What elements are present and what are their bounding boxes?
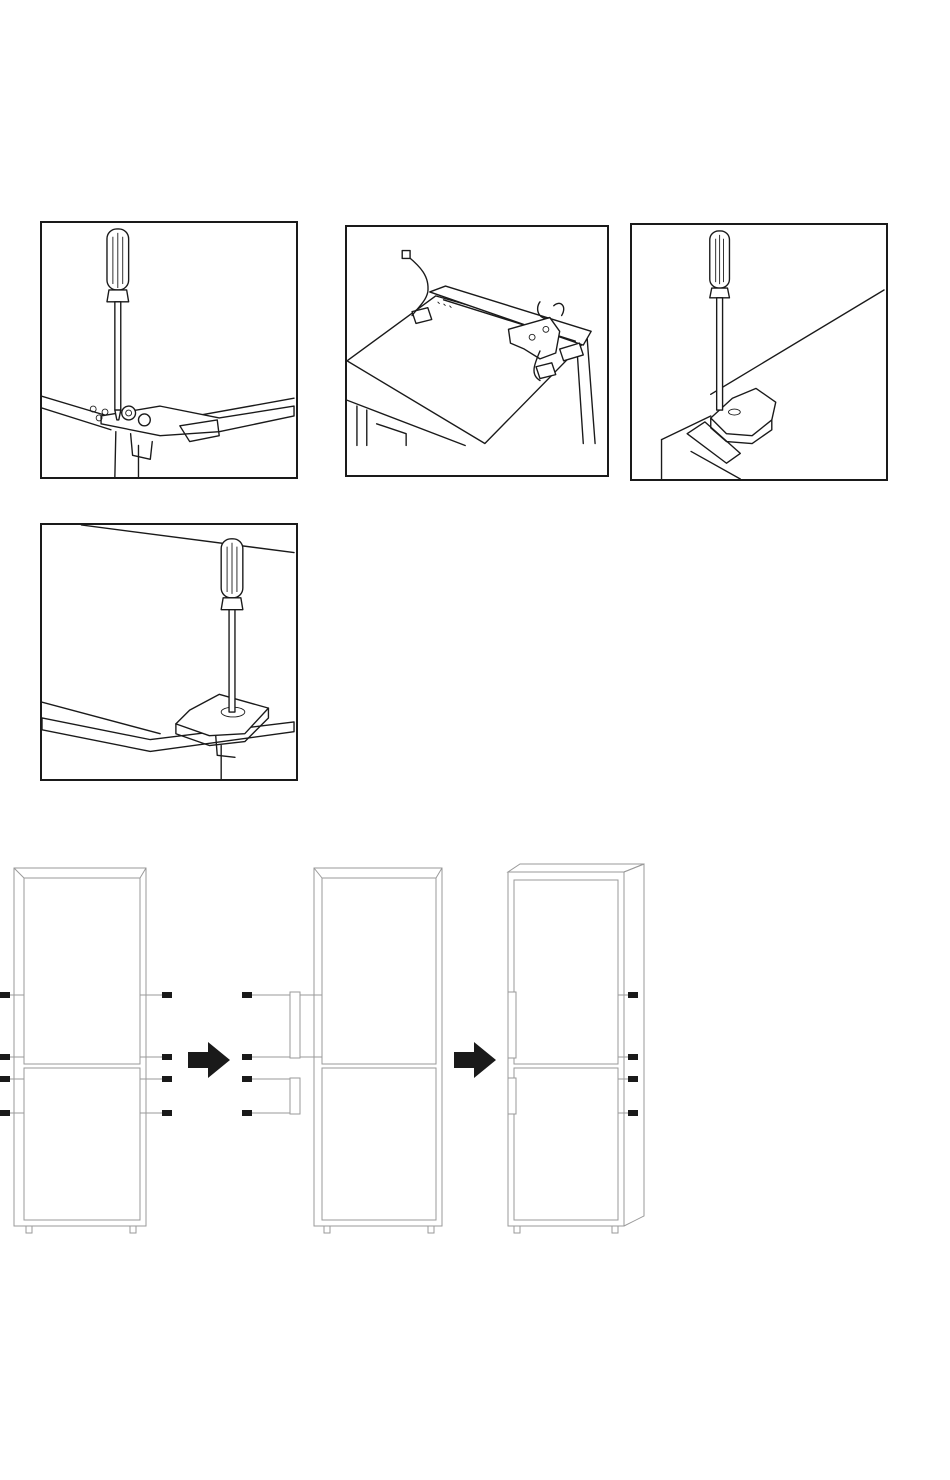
fridge-original xyxy=(0,868,172,1233)
panel-step-4-unscrew-bottom-cover xyxy=(40,523,298,781)
screwdriver-icon xyxy=(710,231,730,410)
screwdriver-icon xyxy=(107,229,129,420)
door-handle-icon xyxy=(508,992,516,1114)
door-handle-icon xyxy=(290,992,300,1114)
panel-step-2-hinge-bracket xyxy=(345,225,609,477)
screwdriver-icon xyxy=(221,539,243,712)
fridge-reversed xyxy=(508,864,644,1233)
panel-step-1-unscrew-hinge xyxy=(40,221,298,479)
cover-removal-illustration xyxy=(632,225,886,479)
screw-icon xyxy=(242,992,322,1116)
bottom-cover-removal-illustration xyxy=(42,525,296,779)
hinge-bracket-illustration xyxy=(347,227,607,475)
arrow-right-icon xyxy=(188,1042,230,1078)
panel-step-3-unscrew-cover xyxy=(630,223,888,481)
arrow-right-icon xyxy=(454,1042,496,1078)
handle-reversal-sequence xyxy=(0,850,660,1240)
screw-icon xyxy=(618,992,638,1116)
fridge-handles-moved xyxy=(242,868,442,1233)
hinge-removal-illustration xyxy=(42,223,296,477)
